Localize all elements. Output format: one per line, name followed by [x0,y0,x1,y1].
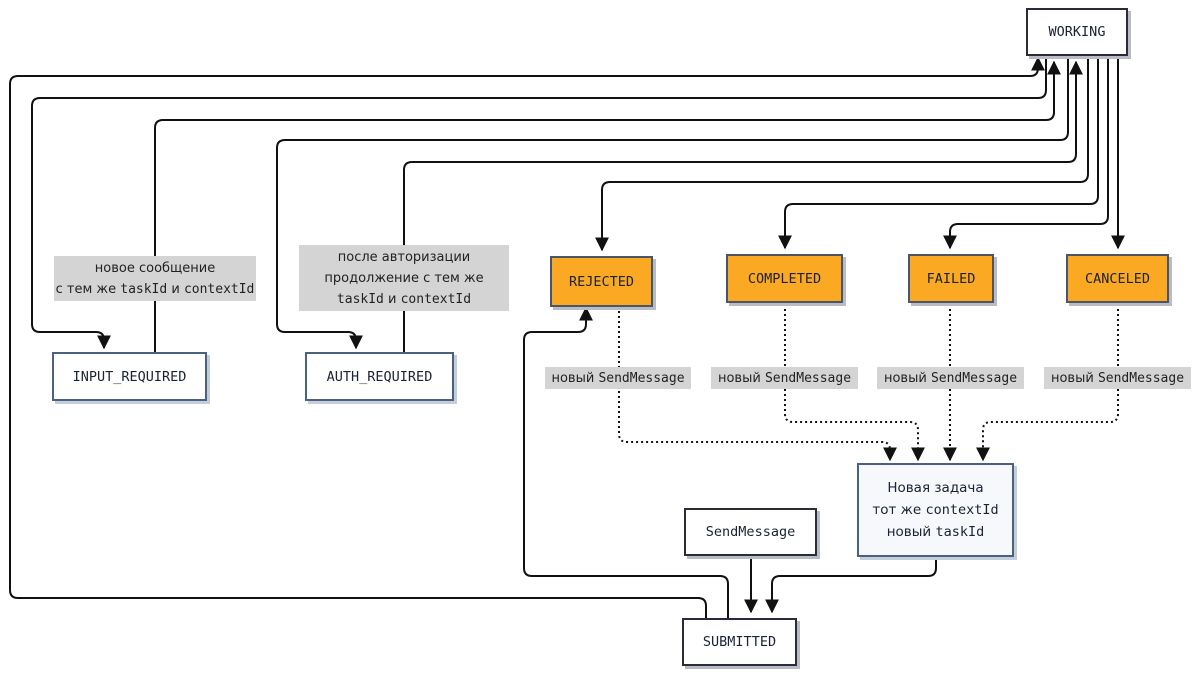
label-failed-new-sendmessage: новый SendMessage [877,367,1024,389]
edge-working-to-auth-required [276,58,1069,350]
edge-rejected-to-newtask [618,306,897,462]
label-auth-continue: после авторизации продолжение с тем же t… [299,245,509,311]
state-working: WORKING [1026,8,1128,56]
new-task-line3: новый taskId [886,524,985,540]
edge-working-to-completed [778,58,1099,250]
label-completed-new-sendmessage: новый SendMessage [711,367,858,389]
edge-working-to-input-required [31,58,1047,350]
edge-working-to-failed [943,58,1109,250]
node-send-message: SendMessage [684,508,817,556]
label-rejected-new-sendmessage: новый SendMessage [545,367,691,389]
state-canceled: CANCELED [1066,254,1169,303]
new-task-node: Новая задача тот же contextId новый task… [857,463,1014,557]
state-auth-required: AUTH_REQUIRED [305,352,454,401]
new-task-line2: тот же contextId [872,502,999,518]
edge-submitted-to-rejected [523,306,729,618]
state-input-required: INPUT_REQUIRED [52,352,207,401]
label-input-new-message: новое сообщение с тем же taskId и contex… [54,256,256,301]
edge-working-to-rejected [595,58,1089,252]
state-submitted: SUBMITTED [682,618,797,666]
label-canceled-new-sendmessage: новый SendMessage [1044,367,1191,389]
edge-auth-required-to-working [403,60,1083,352]
edge-completed-to-newtask [784,304,925,462]
state-rejected: REJECTED [550,256,653,307]
edge-input-required-to-working [154,60,1061,352]
new-task-line1: Новая задача [887,480,984,496]
edge-canceled-to-newtask [976,304,1119,462]
edge-submitted-to-working [9,56,1045,618]
state-completed: COMPLETED [726,254,843,303]
edge-newtask-to-submitted [765,558,937,614]
state-failed: FAILED [908,254,994,303]
